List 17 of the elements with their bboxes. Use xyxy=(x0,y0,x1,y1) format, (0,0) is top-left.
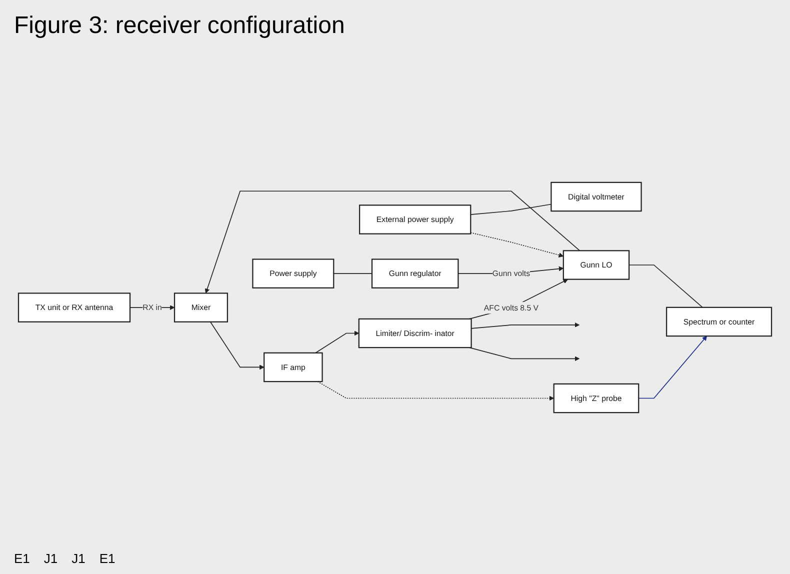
pin-label: J1 xyxy=(44,551,58,566)
arrow xyxy=(638,336,708,399)
arrow xyxy=(468,279,568,320)
arrow xyxy=(210,321,264,370)
arrow xyxy=(315,330,360,354)
arrow xyxy=(470,232,564,258)
pin-label: E1 xyxy=(99,551,116,566)
figure-title: Figure 3: receiver configuration xyxy=(14,12,346,40)
arrow xyxy=(470,322,580,329)
pin-label: J1 xyxy=(72,551,86,566)
connector xyxy=(628,264,704,308)
pin-label: E1 xyxy=(14,551,30,566)
arrow xyxy=(468,347,580,362)
connector xyxy=(333,273,372,274)
arrow xyxy=(317,381,554,401)
arrow xyxy=(204,190,580,294)
connector xyxy=(470,204,552,215)
